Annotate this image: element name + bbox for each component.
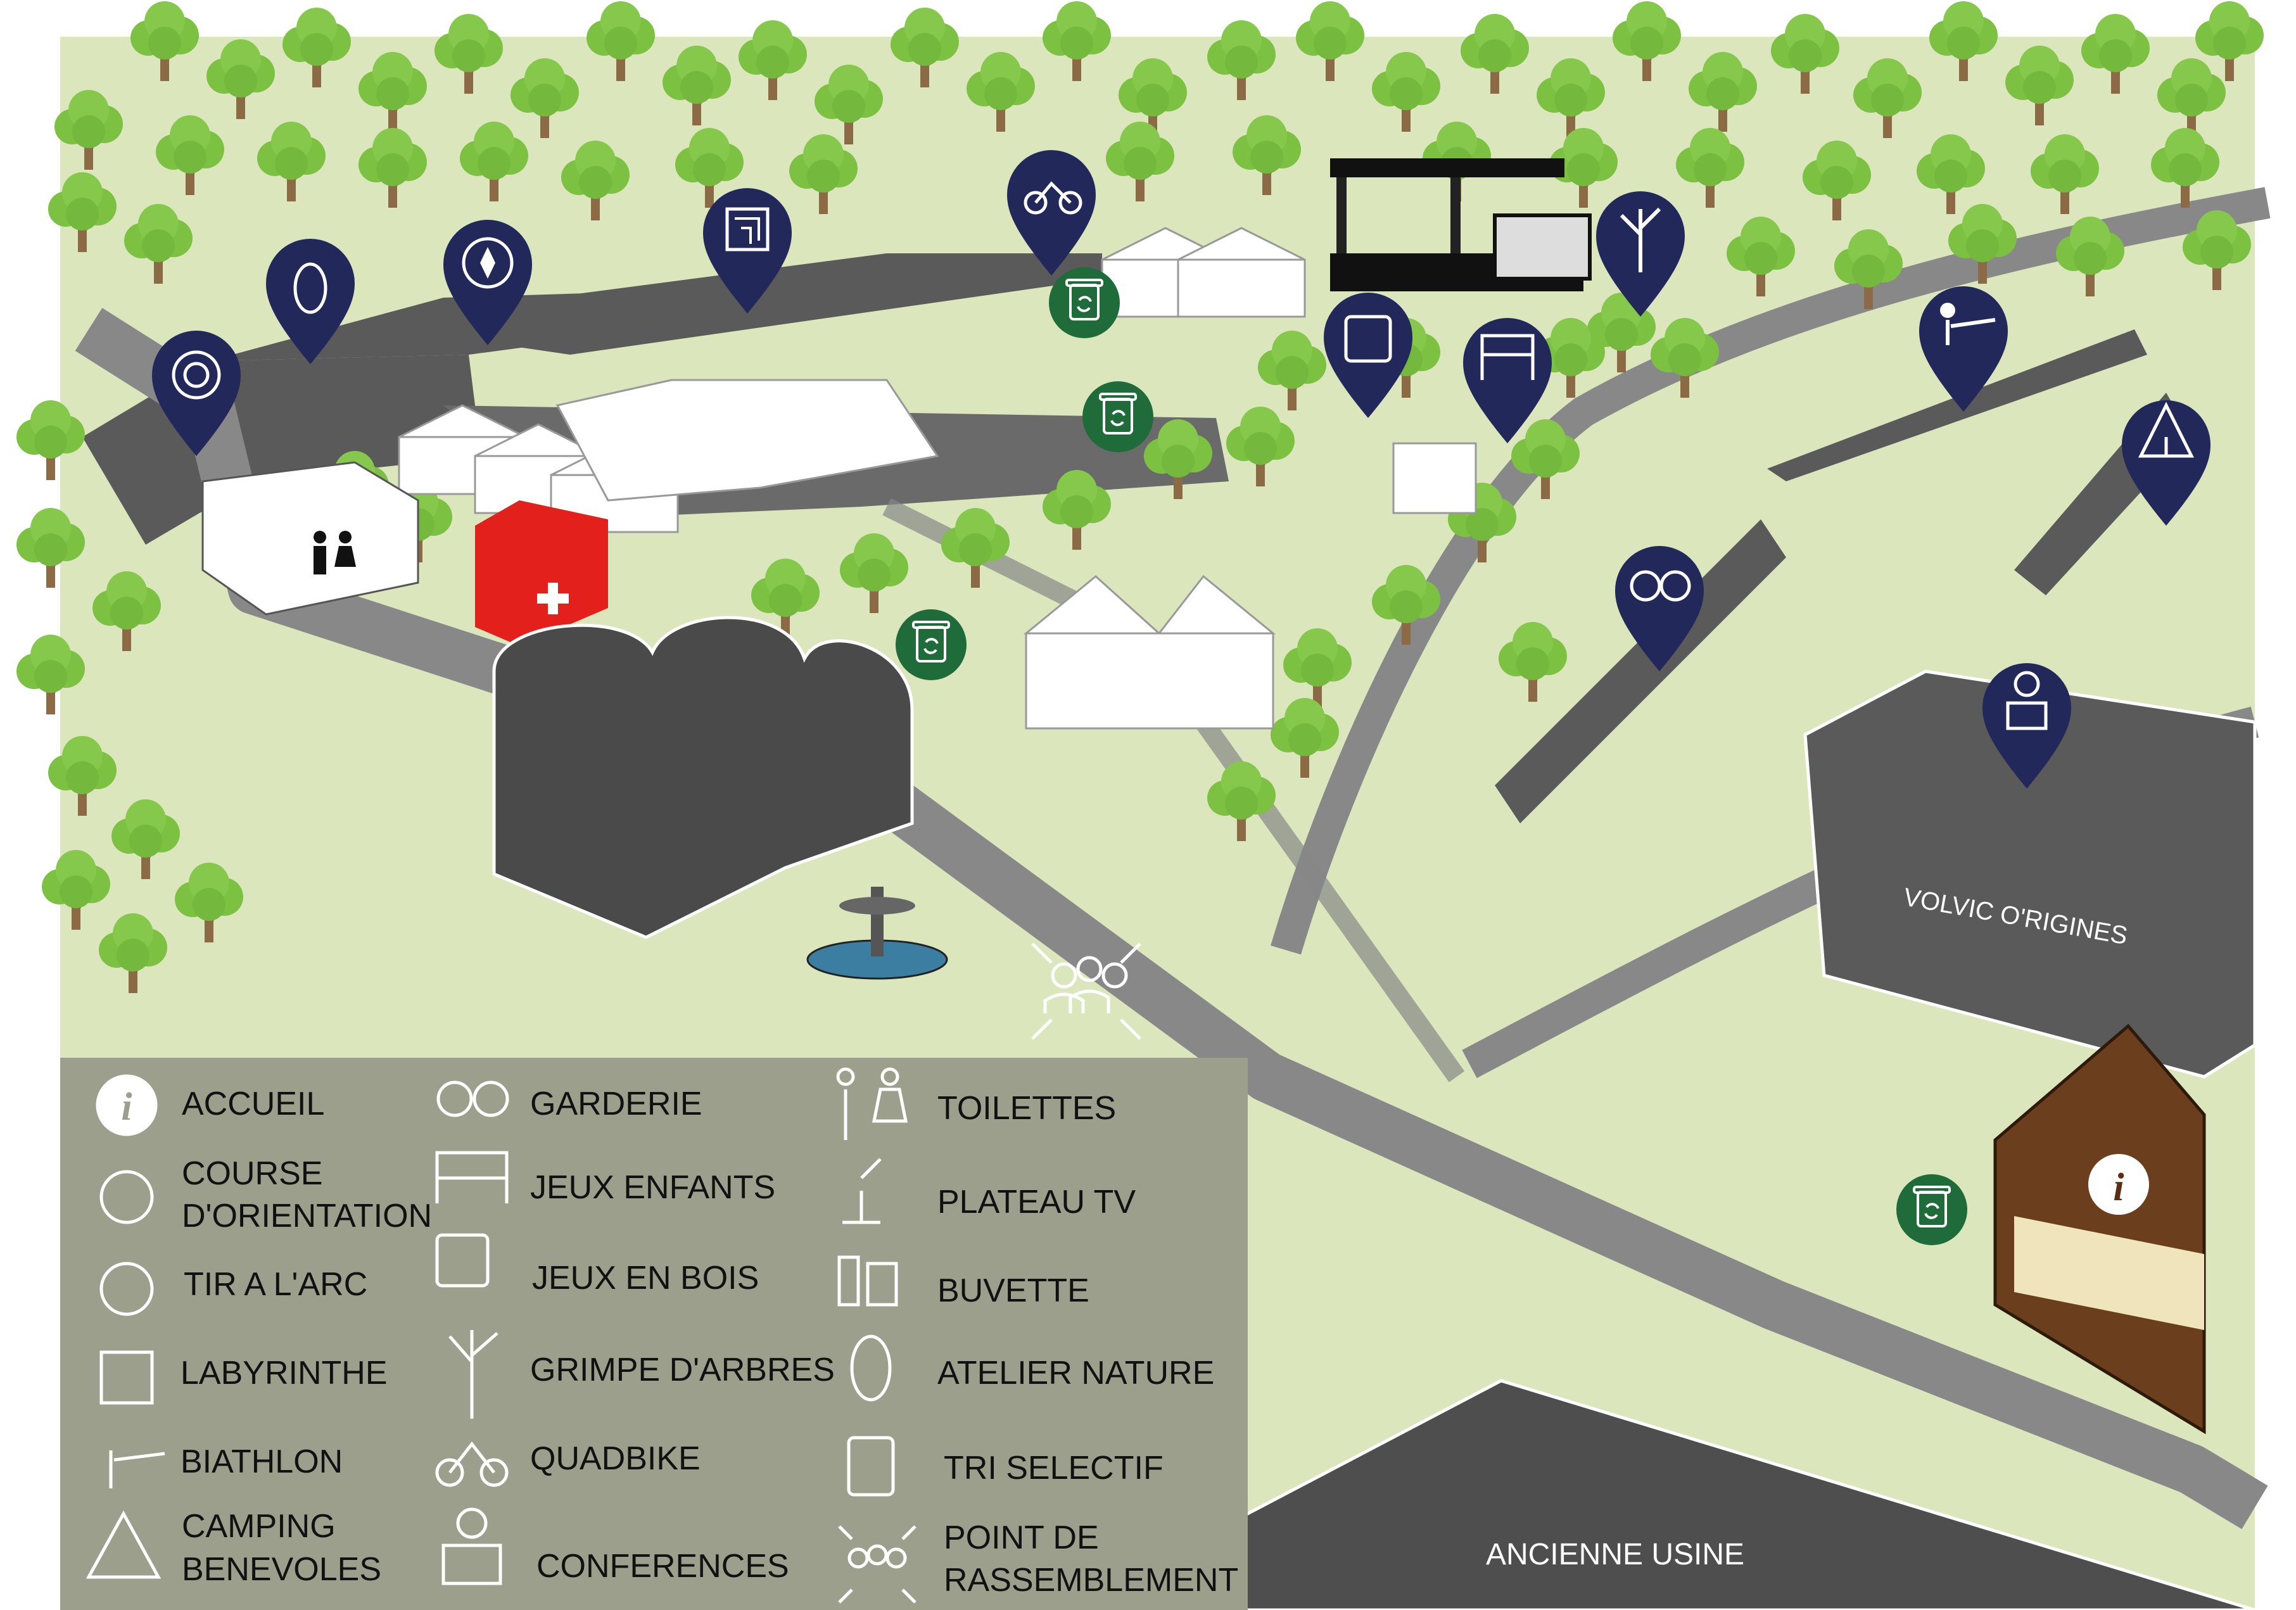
pin-maze (703, 188, 792, 314)
target-icon (99, 1262, 154, 1316)
side-road (1271, 187, 2271, 955)
legend-course-2: D'ORIENTATION (182, 1198, 432, 1234)
info-icon (96, 1074, 158, 1136)
drinks-icon (837, 1255, 898, 1307)
legend: i ACCUEIL COURSE D'ORIENTATION TIR A L'A… (60, 1058, 1248, 1610)
toilets-building (201, 461, 419, 616)
pin-tent (2122, 400, 2210, 526)
toilets-icon (836, 1067, 908, 1140)
fountain (806, 887, 948, 980)
legend-conferences: CONFERENCES (536, 1548, 789, 1585)
hangar-building (492, 616, 914, 939)
microphone-icon (842, 1158, 882, 1224)
parking-plot (355, 253, 1102, 355)
pin-target (152, 331, 241, 456)
legend-point-2: RASSEMBLEMENT (944, 1562, 1238, 1599)
legend-tir-arc: TIR A L'ARC (184, 1266, 367, 1303)
legend-point: POINT DE (944, 1519, 1099, 1556)
info-icon: i (2113, 1166, 2124, 1209)
legend-garderie: GARDERIE (530, 1086, 702, 1122)
legend-accueil: ACCUEIL (182, 1086, 324, 1122)
first-aid-tent (475, 500, 608, 646)
usine-label: ANCIENNE USINE (1486, 1538, 1744, 1571)
pin-playground (1463, 318, 1552, 443)
pin-tree-climb (1596, 191, 1685, 317)
assembly-point-icon (838, 1525, 916, 1604)
legend-jeux-bois: JEUX EN BOIS (532, 1260, 759, 1296)
legend-camping: CAMPING (182, 1508, 336, 1545)
toilets-icon (314, 531, 356, 574)
parking-plot (1495, 519, 1786, 823)
map-pins (152, 150, 2210, 789)
pin-conference (1982, 663, 2071, 789)
legend-quadbike: QUADBIKE (530, 1440, 701, 1477)
parking-plot (1767, 329, 2147, 481)
compass-icon (99, 1170, 154, 1224)
volvic-building: VOLVIC O'RIGINES (1803, 669, 2257, 1079)
legend-course: COURSE (182, 1155, 322, 1192)
pin-puffin (266, 239, 355, 364)
tree-climb-icon (448, 1330, 498, 1419)
playground-icon (435, 1151, 509, 1203)
recycle-bin-icon (847, 1436, 895, 1497)
pin-compass (443, 220, 532, 345)
legend-buvette: BUVETTE (937, 1272, 1089, 1309)
info-glyph: i (121, 1086, 132, 1129)
legend-camping-2: BENEVOLES (182, 1551, 381, 1588)
legend-jeux-enfants: JEUX ENFANTS (530, 1169, 775, 1206)
welcome-cabin: i (1993, 1024, 2206, 1435)
puffin-icon (850, 1334, 892, 1402)
usine-building: ANCIENNE USINE (1063, 1379, 2255, 1610)
legend-biathlon: BIATHLON (181, 1443, 343, 1480)
legend-labyrinthe: LABYRINTHE (181, 1355, 388, 1391)
maze-icon (99, 1350, 154, 1405)
legend-atelier: ATELIER NATURE (937, 1355, 1214, 1391)
pin-children (1615, 546, 1704, 671)
speaker-podium-icon (441, 1507, 502, 1585)
legend-plateau-tv: PLATEAU TV (937, 1184, 1136, 1220)
tent-icon (86, 1510, 162, 1579)
rifle-shooter-icon (109, 1450, 165, 1488)
legend-toilettes: TOILETTES (937, 1090, 1116, 1127)
white-tents (398, 227, 1477, 730)
pin-quadbike (1007, 150, 1096, 276)
pin-biathlon (1919, 286, 2008, 412)
legend-grimpe: GRIMPE D'ARBRES (530, 1352, 835, 1388)
stage (1330, 158, 1592, 291)
pin-dice (1324, 293, 1412, 418)
legend-tri: TRI SELECTIF (944, 1450, 1164, 1486)
assembly-point-marker (1031, 942, 1141, 1040)
dice-chess-icon (435, 1233, 490, 1288)
quadbike-icon (435, 1441, 509, 1487)
children-icon (436, 1081, 509, 1117)
